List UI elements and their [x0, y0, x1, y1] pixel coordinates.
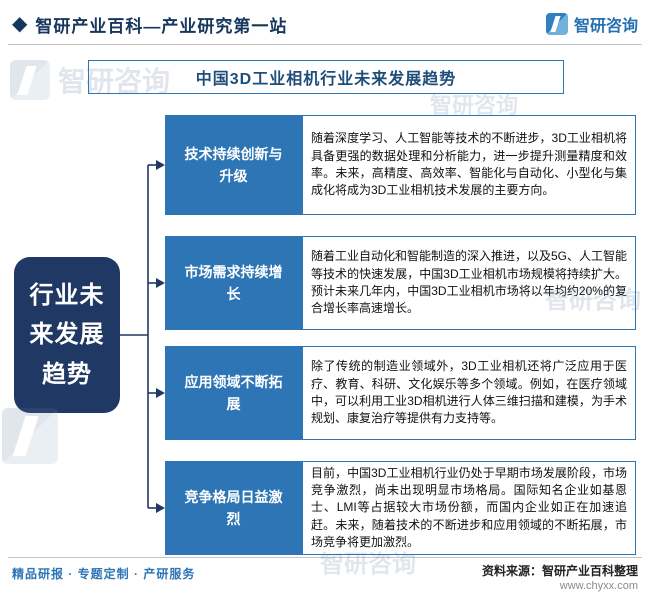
trend-content: 随着工业自动化和智能制造的深入推进，以及5G、人工智能等技术的快速发展，中国3D…: [302, 236, 636, 330]
page-title: 中国3D工业相机行业未来发展趋势: [88, 60, 564, 94]
left-topic-box: 行业未来发展趋势: [14, 257, 120, 413]
zhiyan-logo-icon: [545, 13, 568, 35]
trend-content: 目前，中国3D工业相机行业仍处于早期市场发展阶段，市场竞争激烈，尚未出现明显市场…: [302, 461, 636, 555]
trend-content: 随着深度学习、人工智能等技术的不断进步，3D工业相机将具备更强的数据处理和分析能…: [302, 115, 636, 215]
trend-row: 竞争格局日益激烈 目前，中国3D工业相机行业仍处于早期市场发展阶段，市场竞争激烈…: [165, 461, 636, 555]
header-left: ◆ 智研产业百科—产业研究第一站: [12, 12, 287, 37]
header: ◆ 智研产业百科—产业研究第一站 智研咨询: [12, 8, 638, 40]
footer-source: 资料来源：智研产业百科整理: [481, 564, 638, 578]
arrowhead-icon: [156, 160, 165, 170]
arrowhead-icon: [156, 388, 165, 398]
header-brand: 智研咨询: [545, 12, 638, 36]
footer-divider: [8, 557, 642, 558]
diamond-icon: ◆: [12, 13, 28, 35]
trend-row: 应用领域不断拓展 除了传统的制造业领域外，3D工业相机还将广泛应用于医疗、教育、…: [165, 346, 636, 440]
trend-label: 技术持续创新与升级: [165, 115, 302, 215]
arrowhead-icon: [156, 278, 165, 288]
trend-row: 市场需求持续增长 随着工业自动化和智能制造的深入推进，以及5G、人工智能等技术的…: [165, 236, 636, 330]
arrowhead-icon: [156, 503, 165, 513]
header-title: 智研产业百科—产业研究第一站: [35, 16, 288, 36]
left-topic-label: 行业未来发展趋势: [29, 281, 105, 388]
trend-label: 竞争格局日益激烈: [165, 461, 302, 555]
zhiyan-logo-text: 智研咨询: [573, 18, 638, 35]
trend-label: 应用领域不断拓展: [165, 346, 302, 440]
trend-content: 除了传统的制造业领域外，3D工业相机还将广泛应用于医疗、教育、科研、文化娱乐等多…: [302, 346, 636, 440]
trend-label: 市场需求持续增长: [165, 236, 302, 330]
footer-services: 精品研报 · 专题定制 · 产研服务: [12, 567, 196, 581]
header-divider: [8, 44, 642, 45]
footer-website: www.chyxx.com: [559, 580, 638, 592]
trend-row: 技术持续创新与升级 随着深度学习、人工智能等技术的不断进步，3D工业相机将具备更…: [165, 115, 636, 215]
